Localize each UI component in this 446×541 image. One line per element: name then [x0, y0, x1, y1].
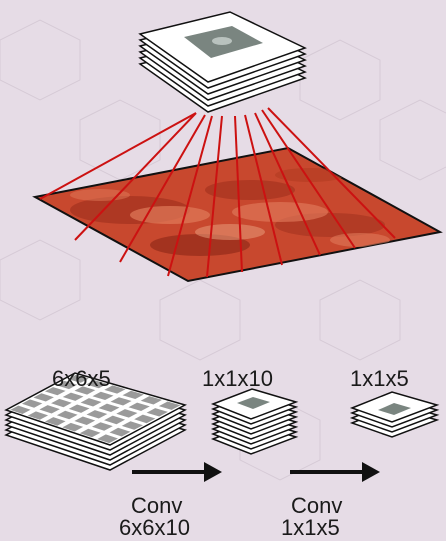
conv-1-label: Conv [131, 493, 183, 518]
grid-cell [68, 404, 90, 413]
grid-cell [128, 402, 150, 411]
filter-stack-icon [210, 388, 299, 455]
conv-1-sublabel: 6x6x10 [119, 515, 190, 540]
grid-cell [62, 422, 84, 432]
grid-cell [74, 386, 96, 395]
grid-cell [146, 408, 168, 417]
diagram-canvas [0, 11, 446, 482]
grid-cells [10, 374, 181, 444]
projection-lines [39, 107, 396, 278]
grid-cell [51, 398, 72, 408]
mid-volume-label: 1x1x10 [202, 366, 273, 391]
grid-cell [27, 411, 49, 420]
grid-cell [86, 410, 108, 419]
grid-cell [109, 427, 131, 437]
grid-cell [97, 434, 118, 444]
grid-cell [74, 416, 96, 425]
grid-cell [92, 422, 113, 431]
grid-cell [158, 401, 181, 410]
grid-cell [122, 390, 144, 399]
grid-cell [86, 380, 108, 389]
conv-2-sublabel: 1x1x5 [281, 515, 340, 540]
grid-cell [98, 403, 120, 412]
grid-cell [33, 393, 54, 402]
grid-cell [56, 410, 78, 420]
grid-cell [116, 409, 138, 418]
grid-cell [110, 397, 132, 406]
grid-cell [92, 391, 114, 400]
grid-cell [62, 392, 84, 401]
filter-stack-icon [349, 391, 440, 438]
grid-cell [56, 380, 78, 390]
grid-cell [68, 374, 89, 383]
grid-cell [104, 415, 126, 425]
grid-cell [10, 405, 31, 414]
conv-2-label: Conv [291, 493, 343, 518]
grid-cell [44, 387, 66, 396]
filter-stack-icon [138, 11, 307, 113]
grid-cell [121, 421, 143, 430]
grid-cell [104, 385, 126, 394]
input-volume-label: 6x6x5 [52, 366, 111, 391]
grid-cell [80, 398, 102, 407]
arrow-right-icon [290, 462, 380, 482]
grid-stack-icon [4, 372, 187, 471]
grid-cell [39, 405, 60, 414]
grid-cell [140, 396, 163, 405]
output-volume-label: 1x1x5 [350, 366, 409, 391]
grid-cell [79, 428, 101, 438]
grid-cell [134, 414, 156, 424]
arrow-right-icon [132, 462, 222, 482]
grid-cell [21, 399, 43, 408]
grid-cell [45, 417, 66, 426]
